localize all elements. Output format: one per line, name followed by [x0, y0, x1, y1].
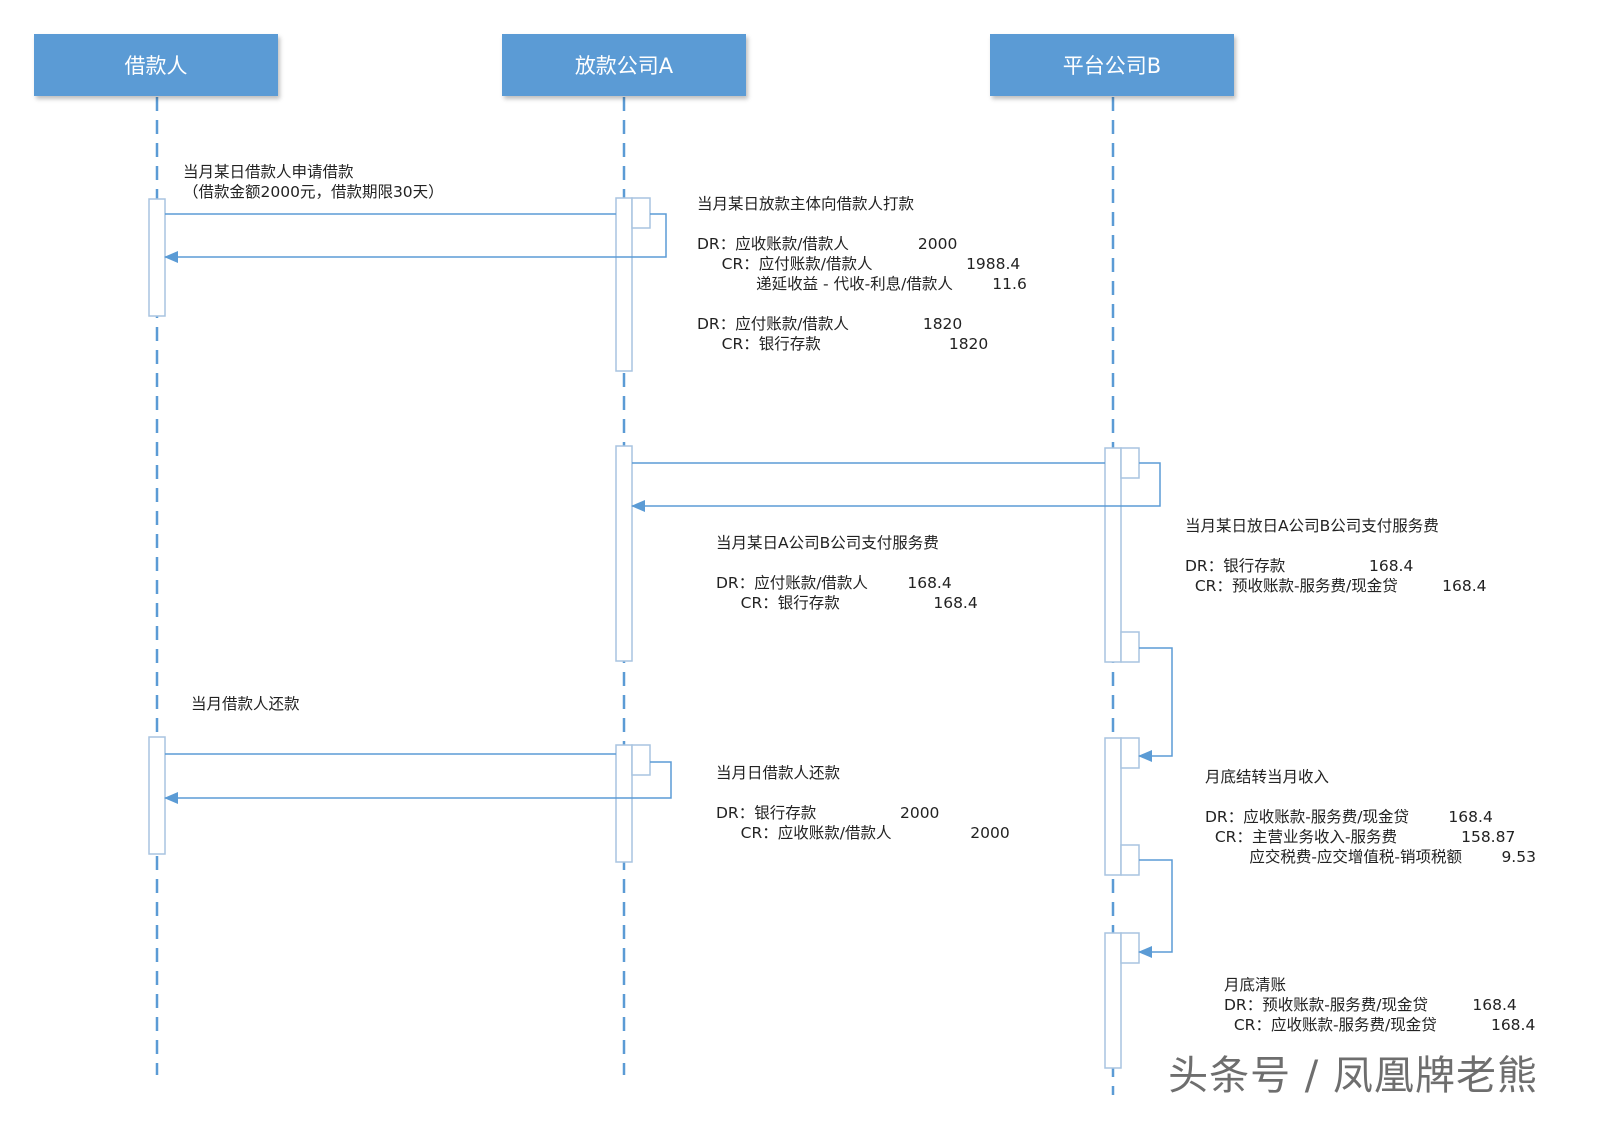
message-platform-self-month-end-clear	[1138, 859, 1173, 958]
watermark: 头条号 / 凤凰牌老熊	[1168, 1053, 1538, 1099]
activation-platform-1-self-b	[1120, 631, 1140, 663]
note-borrower-apply: 当月某日借款人申请借款 （借款金额2000元，借款期限30天）	[183, 163, 444, 201]
activation-borrower-2	[148, 736, 166, 855]
message-lender-to-borrower-disburse	[164, 213, 667, 263]
activation-lender-1-self	[631, 197, 651, 229]
activation-platform-2-self	[1120, 737, 1140, 769]
activation-platform-3	[1104, 932, 1122, 1069]
activation-platform-3-self	[1120, 932, 1140, 964]
note-lender-disburse: 当月某日放款主体向借款人打款 DR：应收账款/借款人 2000 CR：应付账款/…	[697, 195, 1027, 353]
note-borrower-repay: 当月借款人还款	[191, 695, 300, 713]
note-platform-month-end-income: 月底结转当月收入 DR：应收账款-服务费/现金贷 168.4 CR：主营业务收入…	[1205, 768, 1536, 866]
activation-lender-1	[615, 197, 633, 372]
activation-lender-3-self	[631, 744, 651, 776]
note-lender-repay: 当月日借款人还款 DR：银行存款 2000 CR：应收账款/借款人 2000	[716, 764, 1010, 842]
activation-borrower-1	[148, 198, 166, 317]
activation-platform-2-self-b	[1120, 844, 1140, 876]
note-lender-pay-fee: 当月某日A公司B公司支付服务费 DR：应付账款/借款人 168.4 CR：银行存…	[716, 534, 978, 612]
note-platform-receive-fee: 当月某日放日A公司B公司支付服务费 DR：银行存款 168.4 CR：预收账款-…	[1185, 517, 1487, 595]
lane-header-platform: 平台公司B	[990, 34, 1234, 96]
message-lender-to-borrower-repay	[164, 761, 672, 804]
message-platform-to-lender-fee	[631, 462, 1161, 512]
activation-platform-1	[1104, 447, 1122, 663]
activation-lender-3	[615, 744, 633, 863]
lane-header-lender: 放款公司A	[502, 34, 746, 96]
activation-platform-2	[1104, 737, 1122, 876]
message-platform-self-month-end-income	[1138, 647, 1173, 762]
activation-platform-1-self	[1120, 447, 1140, 479]
note-platform-month-end-clear: 月底清账 DR：预收账款-服务费/现金贷 168.4 CR：应收账款-服务费/现…	[1224, 976, 1536, 1034]
activation-lender-2	[615, 445, 633, 662]
lane-header-borrower: 借款人	[34, 34, 278, 96]
